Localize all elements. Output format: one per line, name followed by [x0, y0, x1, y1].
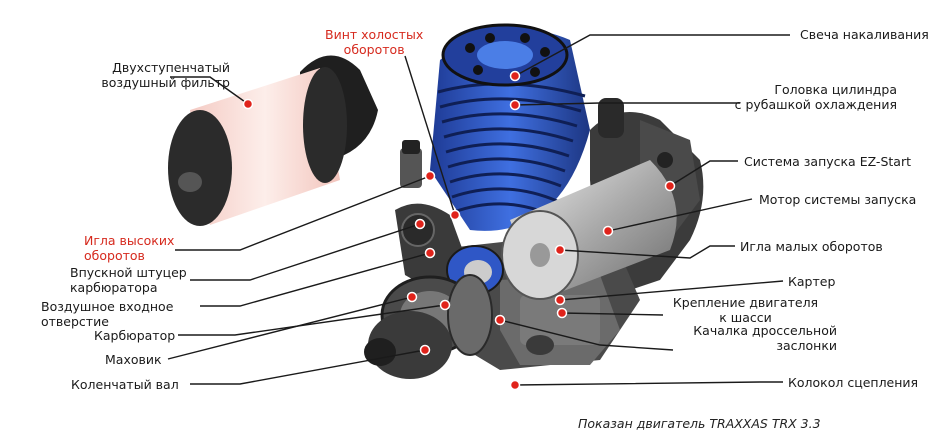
- leader-air-filter: [170, 76, 249, 105]
- leader-crankshaft: [190, 349, 426, 385]
- leader-crankcase: [559, 280, 784, 301]
- leader-air-intake: [200, 252, 431, 307]
- marker-crankcase: [554, 294, 566, 306]
- label-glow-plug: Свеча накаливания: [800, 27, 929, 42]
- leader-lines: [167, 34, 790, 386]
- leader-cylinder-head: [514, 102, 740, 106]
- leader-throttle-arm: [499, 319, 674, 351]
- marker-ez-start: [664, 180, 676, 192]
- label-flywheel: Маховик: [105, 352, 162, 367]
- cylinder-head: [430, 23, 590, 231]
- leader-engine-mount: [561, 312, 664, 316]
- label-clutch-bell: Колокол сцепления: [788, 375, 919, 390]
- label-carburetor: Карбюратор: [94, 328, 176, 343]
- marker-starter-motor: [602, 225, 614, 237]
- marker-flywheel: [406, 291, 418, 303]
- marker-intake-nipple: [414, 218, 426, 230]
- cooling-fin: [439, 97, 582, 113]
- label-high-speed-needle: Игла высоких оборотов: [84, 233, 175, 263]
- leader-high-speed-needle: [175, 175, 431, 251]
- cooling-fin: [445, 142, 570, 158]
- cooling-fin: [449, 172, 562, 188]
- marker-carburetor: [439, 299, 451, 311]
- label-air-intake: Воздушное входное отверстие: [41, 299, 174, 329]
- leader-glow-plug: [514, 34, 790, 77]
- cooling-fin: [443, 127, 574, 143]
- marker-cylinder-head: [509, 99, 521, 111]
- marker-dots: [242, 70, 676, 391]
- cooling-fin: [447, 157, 566, 173]
- label-cylinder-head: Головка цилиндра с рубашкой охлаждения: [734, 82, 897, 112]
- cooling-fins: [437, 82, 586, 218]
- leader-low-speed-needle: [559, 245, 735, 259]
- label-air-filter: Двухступенчатый воздушный фильтр: [101, 60, 230, 90]
- marker-clutch-bell: [509, 379, 521, 391]
- label-ez-start: Система запуска EZ-Start: [744, 154, 911, 169]
- starter-motor: [501, 160, 677, 300]
- label-crankshaft: Коленчатый вал: [71, 377, 179, 392]
- leader-ez-start: [669, 160, 738, 187]
- cooling-fin: [441, 112, 578, 128]
- marker-crankshaft: [419, 344, 431, 356]
- label-engine-mount: Крепление двигателя к шасси: [672, 295, 819, 325]
- marker-idle-screw: [449, 209, 461, 221]
- marker-low-speed-needle: [554, 244, 566, 256]
- figure-caption: Показан двигатель TRAXXAS TRX 3.3: [578, 416, 821, 431]
- marker-glow-plug: [509, 70, 521, 82]
- cooling-fin: [451, 187, 558, 203]
- leader-clutch-bell: [514, 381, 783, 386]
- air-filter: [168, 55, 378, 226]
- label-intake-nipple: Впускной штуцер карбюратора: [70, 265, 187, 295]
- marker-throttle-arm: [494, 314, 506, 326]
- leader-carburetor: [178, 304, 446, 336]
- marker-high-speed-needle: [424, 170, 436, 182]
- label-crankcase: Картер: [788, 274, 836, 289]
- leader-idle-screw: [404, 55, 456, 216]
- leader-starter-motor: [607, 198, 753, 232]
- label-low-speed-needle: Игла малых оборотов: [740, 239, 883, 254]
- label-idle-screw: Винт холостых оборотов: [325, 27, 424, 57]
- marker-air-intake: [424, 247, 436, 259]
- flywheel-clutch: [364, 274, 493, 379]
- leader-intake-nipple: [190, 223, 421, 281]
- marker-air-filter: [242, 98, 254, 110]
- leader-flywheel: [167, 296, 413, 360]
- marker-engine-mount: [556, 307, 568, 319]
- label-throttle-arm: Качалка дроссельной заслонки: [693, 323, 837, 353]
- label-starter-motor: Мотор системы запуска: [759, 192, 917, 207]
